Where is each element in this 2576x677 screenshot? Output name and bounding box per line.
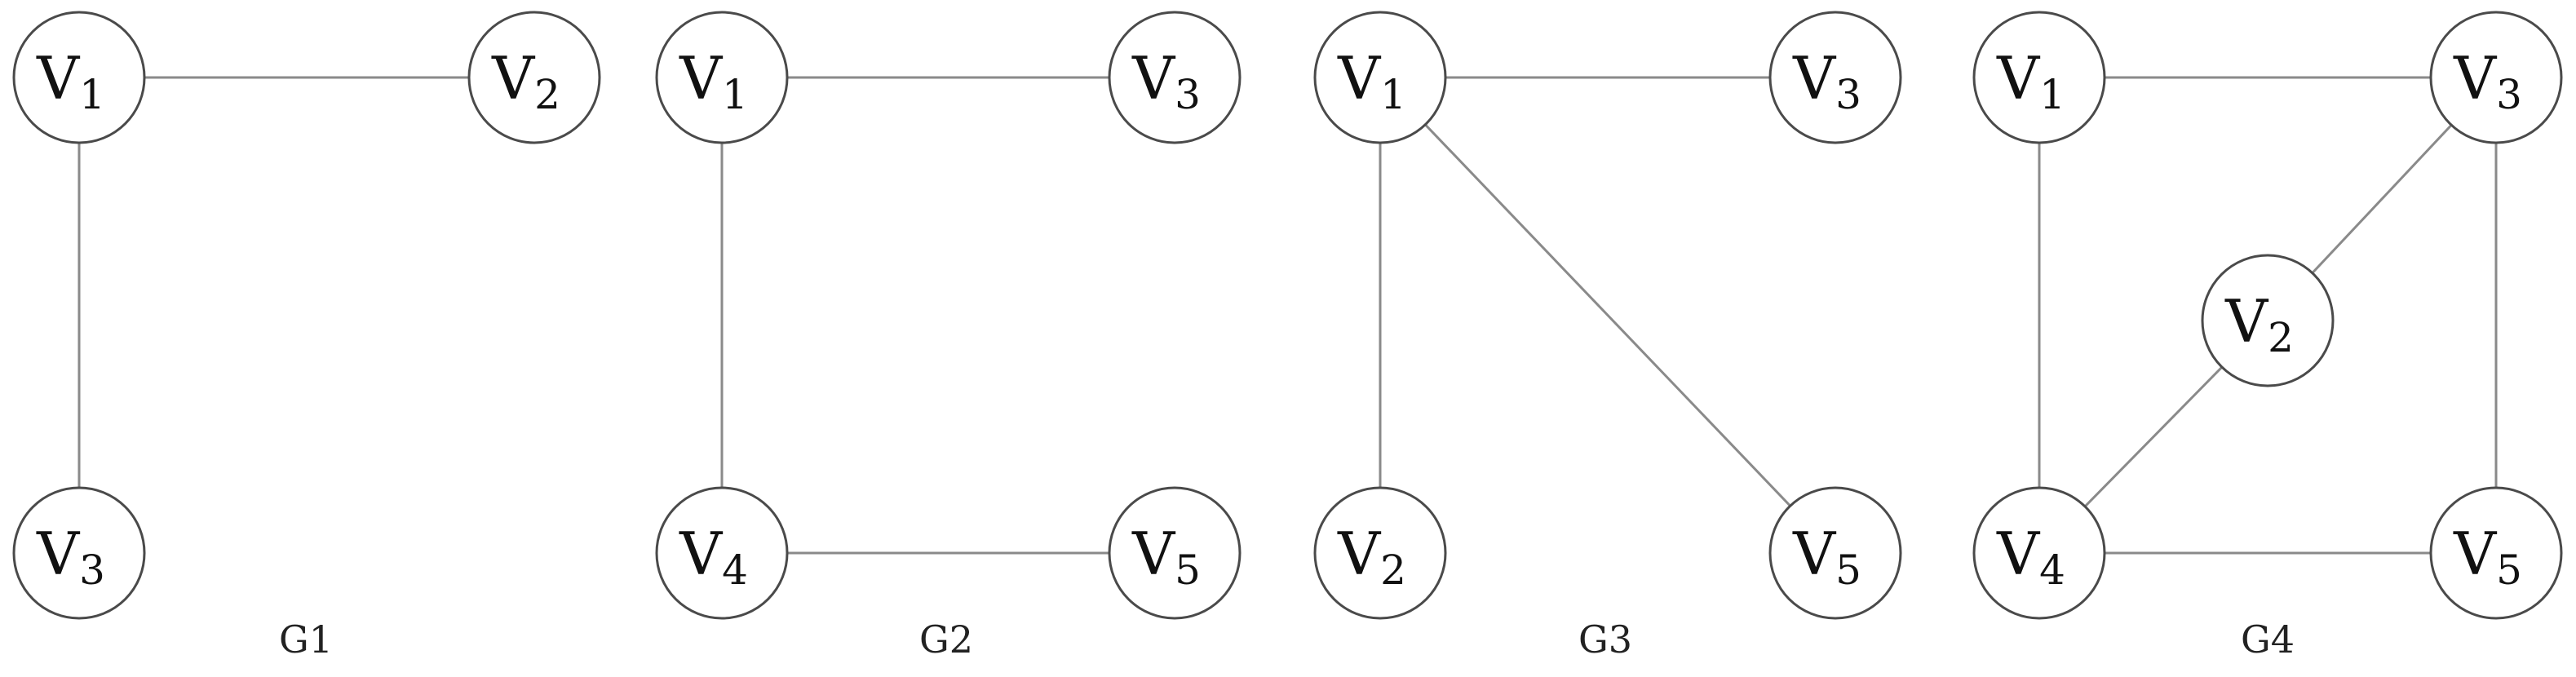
node-subscript: 1 — [2039, 71, 2065, 118]
node-label: V3 — [2453, 44, 2522, 118]
node-circle — [655, 11, 789, 144]
node-letter: V — [1131, 520, 1176, 588]
node-letter: V — [1337, 520, 1382, 588]
node-letter: V — [2224, 287, 2269, 356]
node-subscript: 1 — [1380, 71, 1406, 118]
node-label: V2 — [491, 44, 560, 118]
node-letter: V — [1131, 44, 1176, 113]
node-subscript: 3 — [1835, 71, 1861, 118]
node-v5: V5 — [2429, 486, 2563, 620]
node-label: V1 — [1337, 44, 1406, 118]
node-subscript: 1 — [722, 71, 748, 118]
node-v4: V4 — [655, 486, 789, 620]
node-v3: V3 — [1108, 11, 1242, 144]
node-subscript: 5 — [1175, 546, 1201, 594]
node-v3: V3 — [2429, 11, 2563, 144]
node-subscript: 4 — [722, 546, 748, 594]
node-circle — [467, 11, 601, 144]
node-circle — [1108, 486, 1242, 620]
node-letter: V — [1792, 44, 1837, 113]
node-subscript: 5 — [2496, 546, 2522, 594]
node-subscript: 3 — [79, 546, 105, 594]
graph-caption: G1 — [279, 617, 333, 662]
node-subscript: 2 — [534, 71, 560, 118]
node-v4: V4 — [1972, 486, 2106, 620]
node-label: V1 — [1996, 44, 2065, 118]
node-v3: V3 — [1768, 11, 1902, 144]
node-circle — [1313, 11, 1447, 144]
node-subscript: 3 — [1175, 71, 1201, 118]
node-letter: V — [1792, 520, 1837, 588]
node-circle — [1972, 486, 2106, 620]
node-label: V4 — [679, 520, 748, 594]
graph-caption: G3 — [1578, 617, 1632, 662]
node-label: V5 — [2453, 520, 2522, 594]
node-letter: V — [1996, 520, 2041, 588]
node-subscript: 2 — [2268, 314, 2294, 361]
node-letter: V — [679, 520, 724, 588]
node-v3: V3 — [12, 486, 146, 620]
node-circle — [1108, 11, 1242, 144]
node-label: V5 — [1131, 520, 1201, 594]
node-label: V3 — [1792, 44, 1861, 118]
node-subscript: 4 — [2039, 546, 2065, 594]
node-v5: V5 — [1768, 486, 1902, 620]
node-label: V5 — [1792, 520, 1861, 594]
node-label: V2 — [2224, 287, 2294, 361]
node-letter: V — [491, 44, 536, 113]
node-letter: V — [2453, 520, 2498, 588]
node-letter: V — [679, 44, 724, 113]
node-letter: V — [1337, 44, 1382, 113]
node-letter: V — [1996, 44, 2041, 113]
node-letter: V — [2453, 44, 2498, 113]
node-v1: V1 — [655, 11, 789, 144]
node-circle — [1768, 486, 1902, 620]
node-v2: V2 — [1313, 486, 1447, 620]
node-circle — [1768, 11, 1902, 144]
graph-caption: G4 — [2241, 617, 2295, 662]
graph-caption: G2 — [919, 617, 973, 662]
node-label: V1 — [36, 44, 105, 118]
node-letter: V — [36, 520, 81, 588]
node-subscript: 1 — [79, 71, 105, 118]
node-label: V2 — [1337, 520, 1406, 594]
node-v1: V1 — [1972, 11, 2106, 144]
node-v5: V5 — [1108, 486, 1242, 620]
node-circle — [1313, 486, 1447, 620]
node-circle — [12, 486, 146, 620]
node-subscript: 5 — [1835, 546, 1861, 594]
node-circle — [655, 486, 789, 620]
node-circle — [2429, 11, 2563, 144]
node-label: V3 — [1131, 44, 1201, 118]
node-v1: V1 — [1313, 11, 1447, 144]
node-v2: V2 — [467, 11, 601, 144]
node-circle — [12, 11, 146, 144]
node-v1: V1 — [12, 11, 146, 144]
node-circle — [1972, 11, 2106, 144]
node-subscript: 2 — [1380, 546, 1406, 594]
node-circle — [2429, 486, 2563, 620]
node-label: V3 — [36, 520, 105, 594]
node-letter: V — [36, 44, 81, 113]
node-circle — [2201, 254, 2335, 387]
edge-v1-v5 — [1379, 76, 1837, 555]
node-label: V1 — [679, 44, 748, 118]
node-v2: V2 — [2201, 254, 2335, 387]
node-label: V4 — [1996, 520, 2065, 594]
node-subscript: 3 — [2496, 71, 2522, 118]
